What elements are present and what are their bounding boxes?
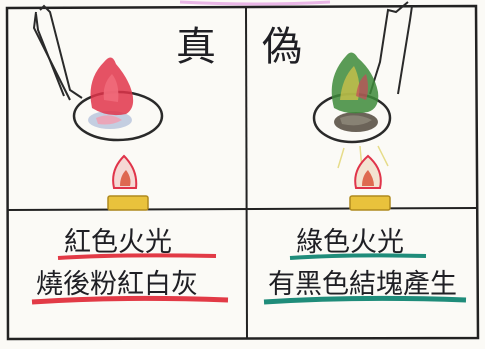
spoon-real xyxy=(32,4,164,142)
burner-fake xyxy=(349,195,391,211)
heading-fake: 偽 xyxy=(262,24,304,70)
center-divider xyxy=(245,7,248,339)
underline-fake-2 xyxy=(263,295,467,305)
caption-real-line1: 紅色火光 xyxy=(64,227,172,258)
heading-real: 真 xyxy=(176,24,218,70)
flame-real-top-inner xyxy=(103,74,119,102)
caption-fake-line2: 有黑色結塊產生 xyxy=(268,269,457,300)
spoon-real-handle-left xyxy=(35,13,65,97)
underline-real-2 xyxy=(31,295,229,305)
underline-fake-1 xyxy=(289,253,427,260)
spoon-real-handle xyxy=(32,4,83,101)
frame-border xyxy=(5,4,480,341)
underline-real-1 xyxy=(57,253,217,260)
spoon-real-sample-pink xyxy=(96,115,122,125)
top-smudge xyxy=(179,0,331,6)
spoon-fake-handle xyxy=(369,1,409,95)
spoon-fake-sample-gray xyxy=(340,115,372,126)
spoon-fake-handle-right xyxy=(397,5,413,95)
flame-real-burner-core xyxy=(120,170,131,186)
flame-fake-burner-core xyxy=(362,170,374,186)
flame-fake-top-red xyxy=(356,74,368,100)
row-divider xyxy=(7,207,478,211)
burner-real xyxy=(107,195,149,211)
caption-real-line2: 燒後粉紅白灰 xyxy=(36,269,198,300)
caption-fake-line1: 綠色火光 xyxy=(296,227,404,258)
flame-fake-top-yellow xyxy=(340,66,360,100)
